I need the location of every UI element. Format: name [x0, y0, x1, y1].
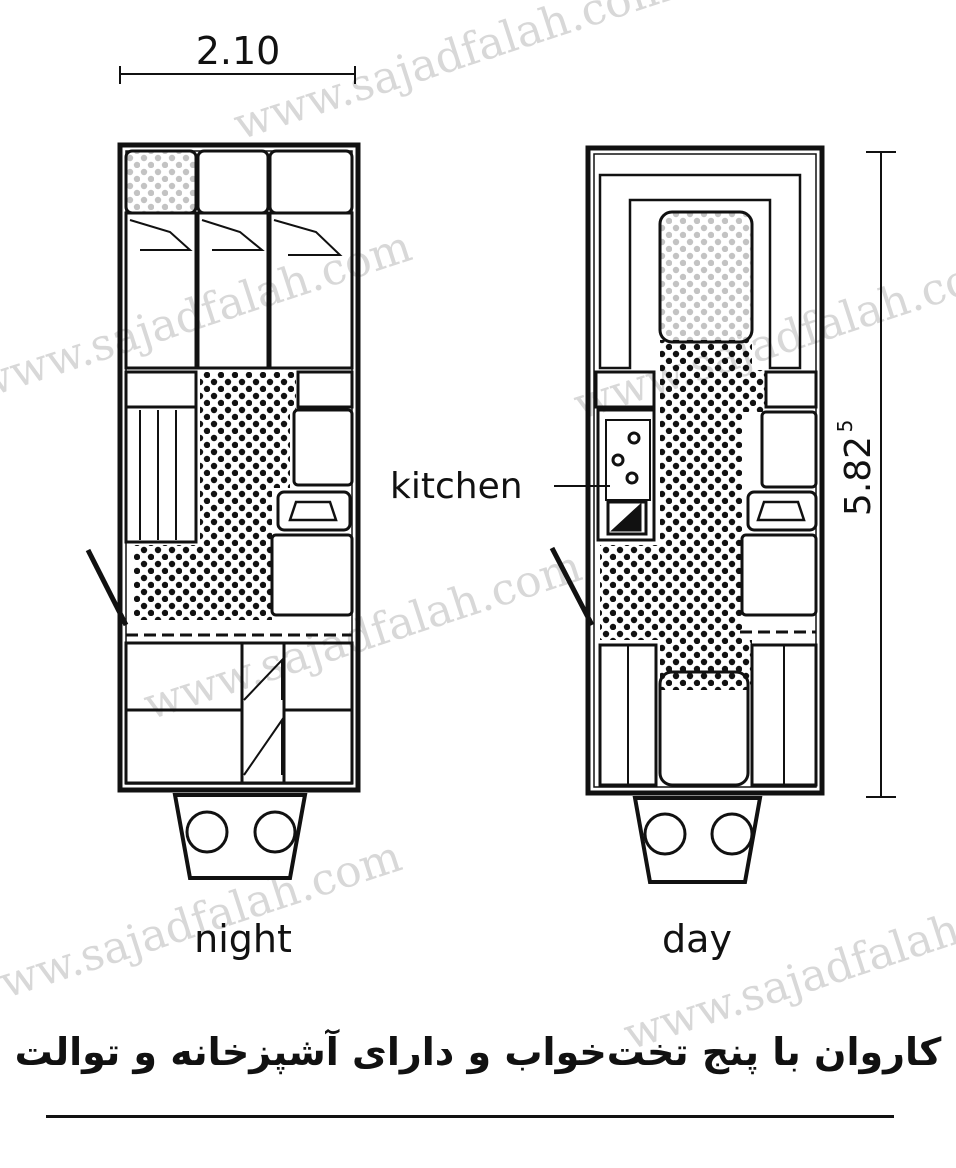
day-drawbar	[632, 796, 763, 884]
kitchen-label: kitchen	[390, 466, 523, 507]
night-bunk-2	[196, 149, 270, 215]
kitchen-callout: kitchen	[390, 466, 610, 507]
day-door	[549, 546, 595, 627]
caption-rule	[46, 1115, 894, 1118]
length-dimension-label: 5.82	[838, 436, 879, 516]
day-label: day	[662, 917, 732, 961]
watermark-text-1: www.sajadfalah.com	[228, 0, 678, 150]
night-bunk-3	[268, 149, 354, 215]
day-aisle	[600, 340, 766, 690]
caption: کاروان با پنج تخت‌خواب و دارای آشپزخانه …	[14, 1030, 942, 1074]
day-plan: day	[549, 145, 825, 961]
night-wheel-right	[253, 810, 297, 854]
day-wheel-right	[710, 812, 754, 856]
day-sink	[606, 500, 648, 536]
night-front-bed-right	[282, 641, 354, 785]
day-front-table	[658, 670, 750, 787]
width-dimension: 2.10	[119, 29, 356, 84]
night-bunk-1	[124, 149, 198, 215]
day-stove-burner-2	[611, 453, 625, 467]
night-outer-wall	[117, 142, 361, 793]
day-basin	[746, 490, 818, 532]
length-dimension-superscript: 5	[833, 420, 857, 433]
night-aisle	[134, 372, 296, 620]
day-stove-burner-1	[627, 431, 641, 445]
night-wheel-left	[185, 810, 229, 854]
day-stove-burner-3	[625, 471, 639, 485]
night-drawbar	[172, 793, 308, 880]
day-kitchen-unit	[596, 408, 656, 542]
length-dimension: 5.82 5	[833, 151, 896, 798]
night-door	[85, 548, 129, 627]
day-u-seating	[598, 173, 802, 370]
day-table	[658, 210, 754, 344]
day-wheel-left	[643, 812, 687, 856]
night-basin	[276, 490, 352, 532]
day-outer-wall	[585, 145, 825, 796]
width-dimension-label: 2.10	[196, 29, 281, 73]
night-label: night	[194, 917, 292, 961]
night-plan: night	[85, 142, 361, 961]
